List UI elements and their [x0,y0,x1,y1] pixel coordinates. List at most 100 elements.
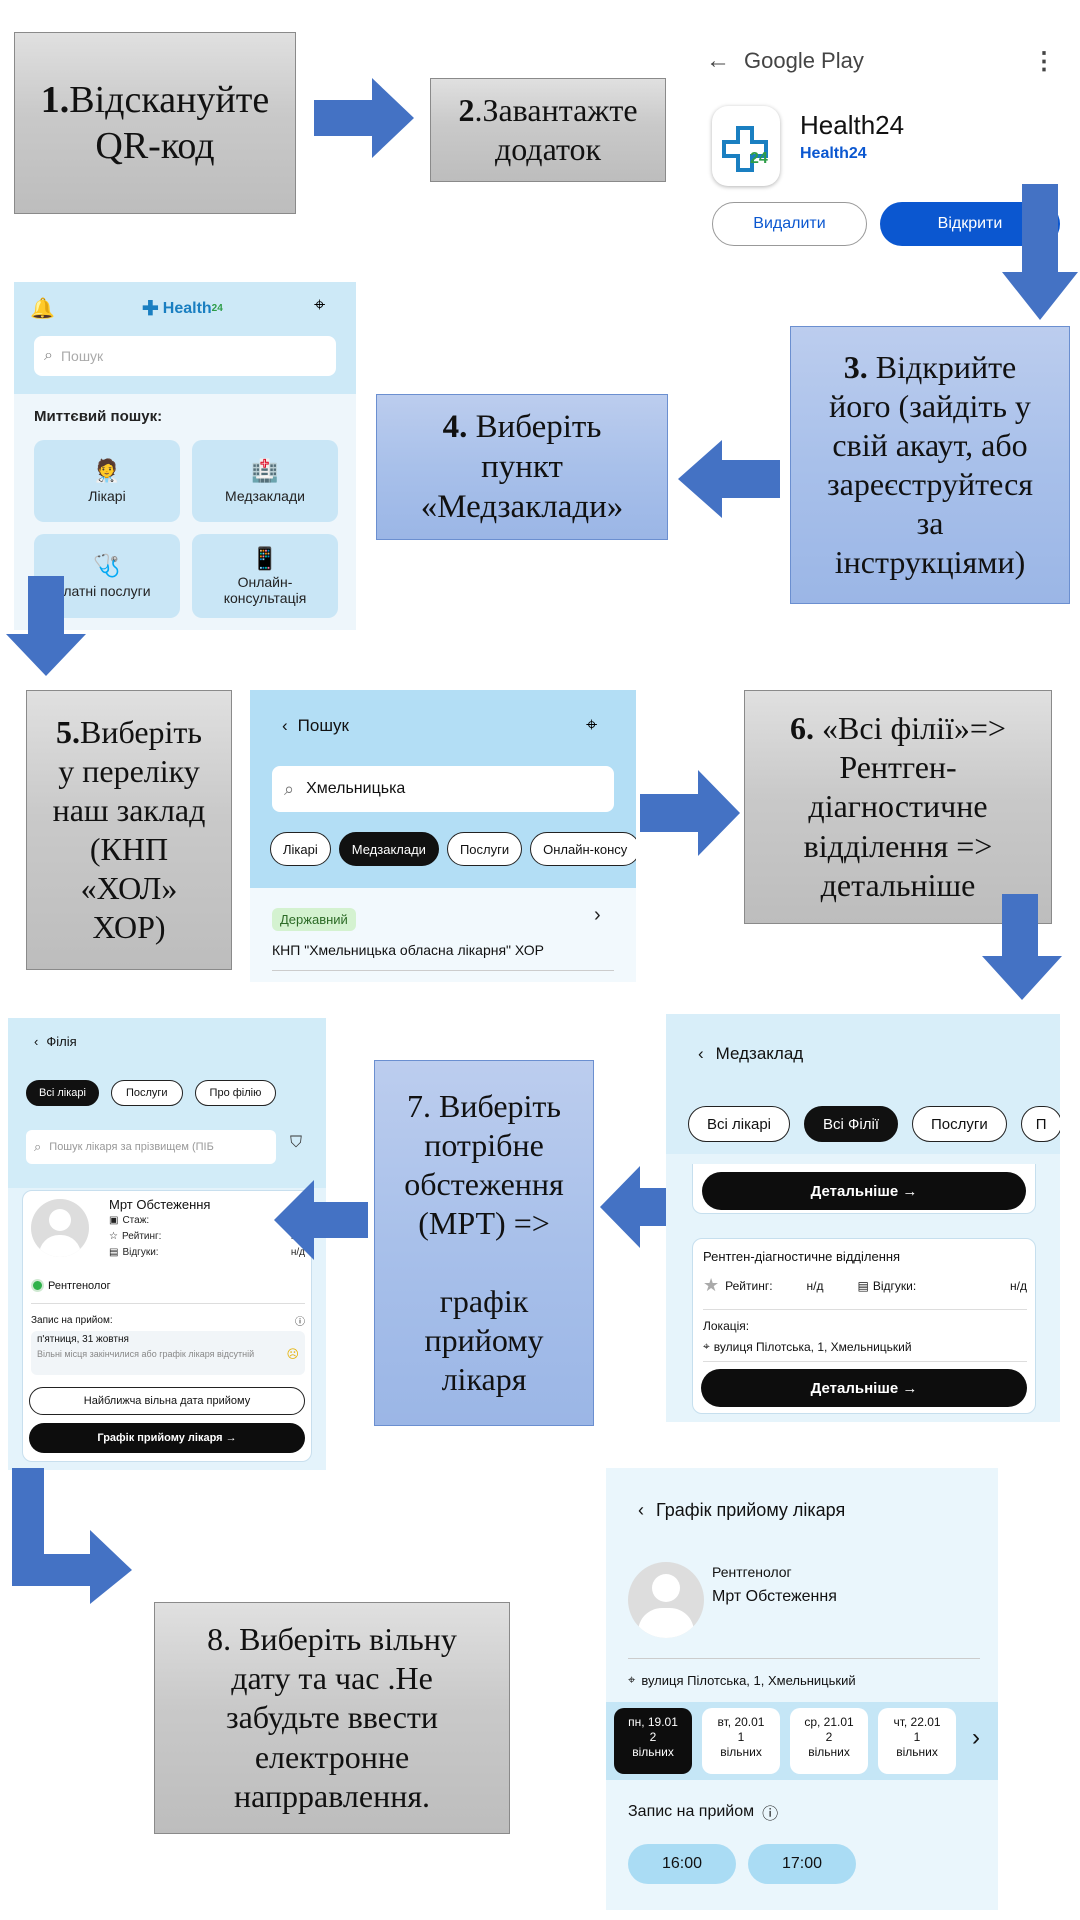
filter-facilities[interactable]: Медзаклади [338,832,439,866]
step-3-line-1: Відкрийте [867,348,1017,385]
tab-all-doctors[interactable]: Всі лікарі [26,1080,99,1106]
briefcase-icon: ▣ [109,1215,119,1226]
tile-online-consultation[interactable]: 📱 Онлайн-консультація [192,534,338,618]
step-4-line-1: Виберіть [467,408,602,445]
tab-all-branches[interactable]: Всі Філії [804,1106,898,1142]
doctor-avatar [628,1562,704,1638]
tile-doctors[interactable]: 🧑‍⚕️ Лікарі [34,440,180,522]
location-pin-icon: ⌖ [628,1672,636,1687]
status-dot-icon [31,1279,44,1292]
app-icon-badge: 24 [750,150,768,167]
arrow-left-2 [274,1180,368,1260]
doctor-specialty: Рентгенолог [712,1564,792,1580]
appointment-label: Запис на прийом: [31,1315,113,1326]
chevron-left-icon: ‹ [698,1044,704,1063]
search-input[interactable]: ⌕ Пошук [34,336,336,376]
location-pin-icon[interactable]: ⌖ [314,294,326,316]
facility-screen: ‹Медзаклад Всі лікарі Всі Філії Послуги … [666,1014,1060,1422]
comment-icon: ▤ [109,1247,119,1258]
step-1-text-a: Відскануйте [69,78,270,121]
details-button-top[interactable]: Детальніше → [702,1172,1026,1210]
facility-tabs: Всі лікарі Всі Філії Послуги П [688,1106,1060,1142]
comment-icon: ▤ [857,1278,869,1293]
sad-face-icon: ☹ [286,1347,299,1361]
hospital-icon: 🏥 [251,458,279,483]
back-arrow-icon[interactable]: ← [706,47,730,74]
app-developer[interactable]: Health24 [800,145,867,162]
arrow-elbow [12,1468,132,1604]
location-pin-icon: ⌖ [703,1339,710,1353]
schedule-screen: ‹Графік прийому лікаря Рентгенолог Мрт О… [606,1468,998,1910]
arrow-down-1 [1002,184,1078,320]
step-5-line-3: наш заклад [52,791,206,828]
details-button[interactable]: Детальніше → [701,1369,1027,1407]
step-2-text-a: .Завантажте [474,91,638,128]
tab-all-doctors[interactable]: Всі лікарі [688,1106,790,1142]
nearest-date-button[interactable]: Найближча вільна дата прийому [29,1387,305,1415]
tile-facilities[interactable]: 🏥 Медзаклади [192,440,338,522]
info-icon[interactable]: ⓘ [295,1317,305,1328]
filter-services[interactable]: Послуги [446,832,523,866]
filter-online[interactable]: Онлайн-консу [530,832,636,866]
step-4-line-2: пункт [481,448,563,485]
google-play-title: Google Play [744,48,864,73]
branch-screen: ‹Філія Всі лікарі Послуги Про філію ⌕ По… [8,1018,326,1470]
tab-about-branch[interactable]: Про філію [194,1080,277,1106]
step-5-line-5: «ХОЛ» [80,870,178,907]
chevron-left-icon: ‹ [638,1500,644,1520]
location-pin-icon[interactable]: ⌖ [586,714,598,736]
chevron-right-icon[interactable]: › [594,904,601,926]
filter-icon[interactable]: ⛉ [290,1134,303,1151]
facility-result[interactable]: КНП "Хмельницька обласна лікарня" ХОР [272,942,545,958]
tab-more[interactable]: П [1020,1106,1060,1142]
doctor-avatar [31,1199,89,1257]
info-icon[interactable]: ⓘ [762,1806,779,1823]
step-4-line-3: «Медзаклади» [420,489,624,526]
chevron-right-icon[interactable]: › [972,1724,980,1751]
more-options-icon[interactable]: ⋮ [1032,47,1056,75]
filter-chips: Лікарі Медзаклади Послуги Онлайн-консу [270,832,636,866]
branch-back-link[interactable]: ‹Філія [34,1034,77,1049]
doctor-search-input[interactable]: ⌕ Пошук лікаря за прізвищем (ПІБ [26,1130,276,1164]
department-card: Рентген-діагностичне відділення ★ Рейтин… [692,1238,1036,1414]
search-input[interactable]: ⌕ Хмельницька [272,766,614,812]
location-label: Локація: [703,1319,750,1333]
arrow-right-1 [314,78,414,158]
specialty-label: Рентгенолог [31,1279,111,1292]
quick-search-title: Миттєвий пошук: [34,408,163,425]
step-5-box: 5.Виберіть у переліку наш заклад (КНП «Х… [26,690,232,970]
schedule-button[interactable]: Графік прийому лікаря → [29,1423,305,1453]
doctor-name[interactable]: Мрт Обстеження [109,1197,211,1212]
step-3-line-4: зареєструйтеся [827,466,1033,502]
app-icon: 24 [712,106,780,186]
step-6-box: 6. «Всі філії»=> Рентген- діагностичне в… [744,690,1052,924]
uninstall-button[interactable]: Видалити [712,202,867,246]
time-slot[interactable]: 17:00 [748,1844,856,1884]
step-1-text-b: QR-код [95,125,215,167]
star-icon: ☆ [109,1231,118,1242]
tab-services[interactable]: Послуги [912,1106,1007,1142]
bell-icon[interactable]: 🔔 [30,298,55,320]
time-slot[interactable]: 16:00 [628,1844,736,1884]
step-6-line-4: відділення => [803,827,993,864]
schedule-back-link[interactable]: ‹Графік прийому лікаря [638,1500,846,1520]
step-8-line-5: напрравлення. [233,1777,431,1814]
step-7-line-2: потрібне [424,1126,544,1163]
step-8-box: 8. Виберіть вільну дату та час .Не забуд… [154,1602,510,1834]
step-8-line-4: електронне [254,1738,410,1775]
step-6-line-5: детальніше [820,866,976,903]
search-back-link[interactable]: ‹Пошук [282,716,349,735]
filter-doctors[interactable]: Лікарі [270,832,331,866]
step-2-number: 2 [458,91,475,128]
facility-back-link[interactable]: ‹Медзаклад [698,1044,804,1063]
step-7-line-3: обстеження [404,1165,564,1202]
facility-address: ⌖вулиця Пілотська, 1, Хмельницький [703,1339,912,1354]
tab-services[interactable]: Послуги [110,1080,183,1106]
step-5-line-4: (КНП [89,831,169,867]
app-name: Health24 [800,110,905,140]
